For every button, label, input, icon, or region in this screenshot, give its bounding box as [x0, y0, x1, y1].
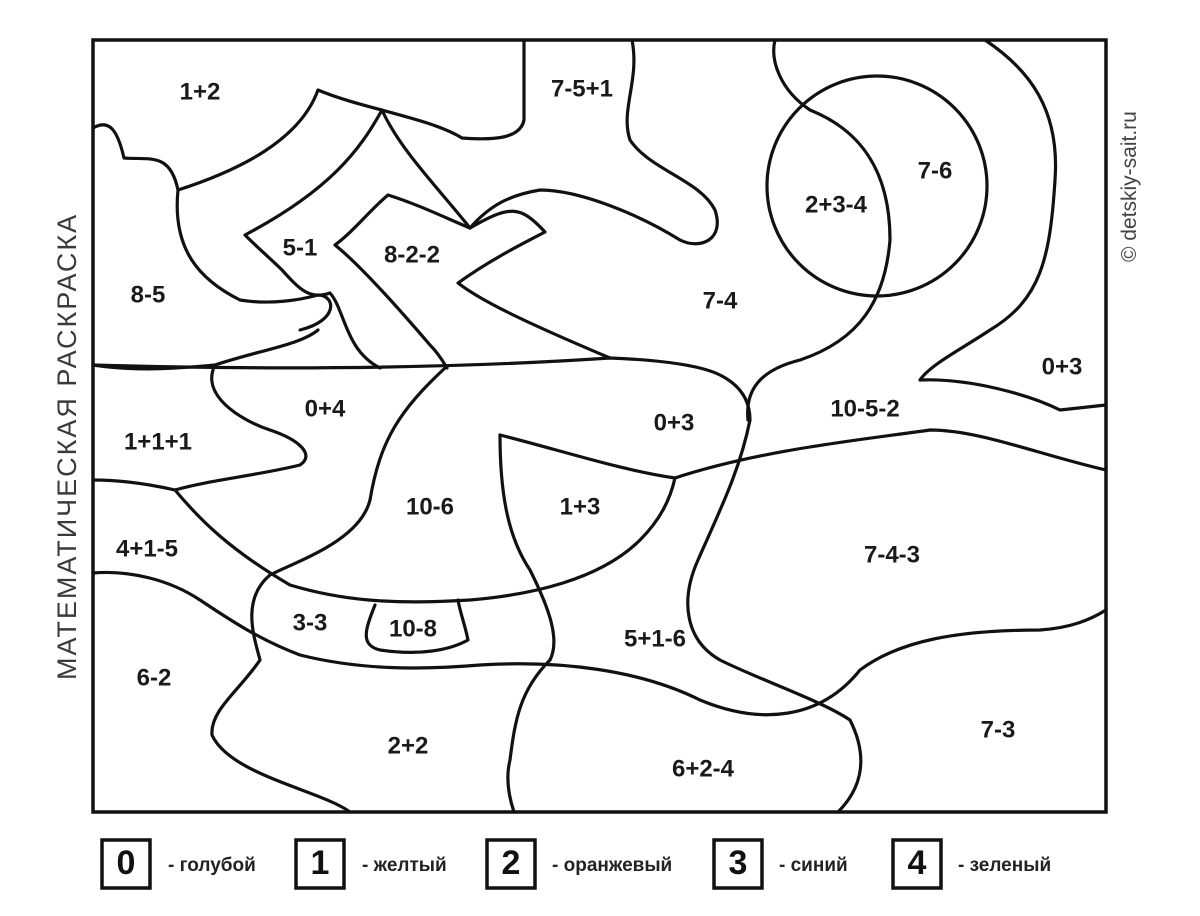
legend-color-name: - оранжевый [552, 855, 672, 876]
region-label[interactable]: 7-5+1 [551, 75, 613, 102]
color-legend: 0 - голубой 1 - желтый 2 - оранжевый 3 -… [100, 838, 1051, 890]
region-label[interactable]: 7-4-3 [864, 541, 920, 568]
region-labels: 1+2 7-5+1 7-6 2+3-4 5-1 8-2-2 8-5 7-4 0+… [116, 75, 1082, 782]
region-label[interactable]: 10-6 [406, 493, 454, 520]
legend-digit: 4 [908, 844, 927, 882]
region-label[interactable]: 6+2-4 [672, 755, 735, 782]
region-label[interactable]: 8-5 [131, 281, 166, 308]
region-label[interactable]: 1+3 [560, 493, 601, 520]
region-label[interactable]: 5+1-6 [624, 625, 686, 652]
legend-digit: 3 [729, 844, 748, 882]
region-label[interactable]: 5-1 [283, 234, 318, 261]
legend-box-0 [100, 838, 152, 890]
legend-color-name: - голубой [168, 855, 256, 876]
legend-digit: 1 [311, 844, 330, 882]
region-label[interactable]: 3-3 [293, 609, 328, 636]
region-label[interactable]: 6-2 [137, 664, 172, 691]
picture-frame [91, 38, 1108, 814]
region-label[interactable]: 7-4 [703, 287, 738, 314]
legend-box-4 [891, 838, 943, 890]
region-label[interactable]: 2+3-4 [805, 191, 868, 218]
legend-color-name: - желтый [362, 855, 447, 876]
legend-box-2 [485, 838, 537, 890]
legend-digit: 2 [502, 844, 521, 882]
region-label[interactable]: 0+4 [305, 395, 346, 422]
region-outlines [91, 38, 1108, 814]
legend-box-1 [294, 838, 346, 890]
region-label[interactable]: 7-6 [918, 157, 953, 184]
region-label[interactable]: 1+1+1 [124, 428, 192, 455]
copyright-credit: © detskiy-sait.ru [1118, 111, 1141, 262]
region-label[interactable]: 0+3 [1042, 353, 1083, 380]
legend-color-name: - синий [779, 855, 848, 876]
region-label[interactable]: 7-3 [981, 716, 1016, 743]
region-label[interactable]: 4+1-5 [116, 535, 178, 562]
side-title: МАТЕМАТИЧЕСКАЯ РАСКРАСКА [52, 213, 82, 680]
region-label[interactable]: 8-2-2 [384, 241, 440, 268]
region-label[interactable]: 1+2 [180, 78, 221, 105]
region-label[interactable]: 2+2 [388, 732, 429, 759]
region-label[interactable]: 10-5-2 [830, 395, 899, 422]
region-label[interactable]: 10-8 [389, 615, 437, 642]
region-label[interactable]: 0+3 [654, 409, 695, 436]
legend-digit: 0 [117, 844, 136, 882]
legend-color-name: - зеленый [958, 855, 1051, 876]
legend-box-3 [712, 838, 764, 890]
